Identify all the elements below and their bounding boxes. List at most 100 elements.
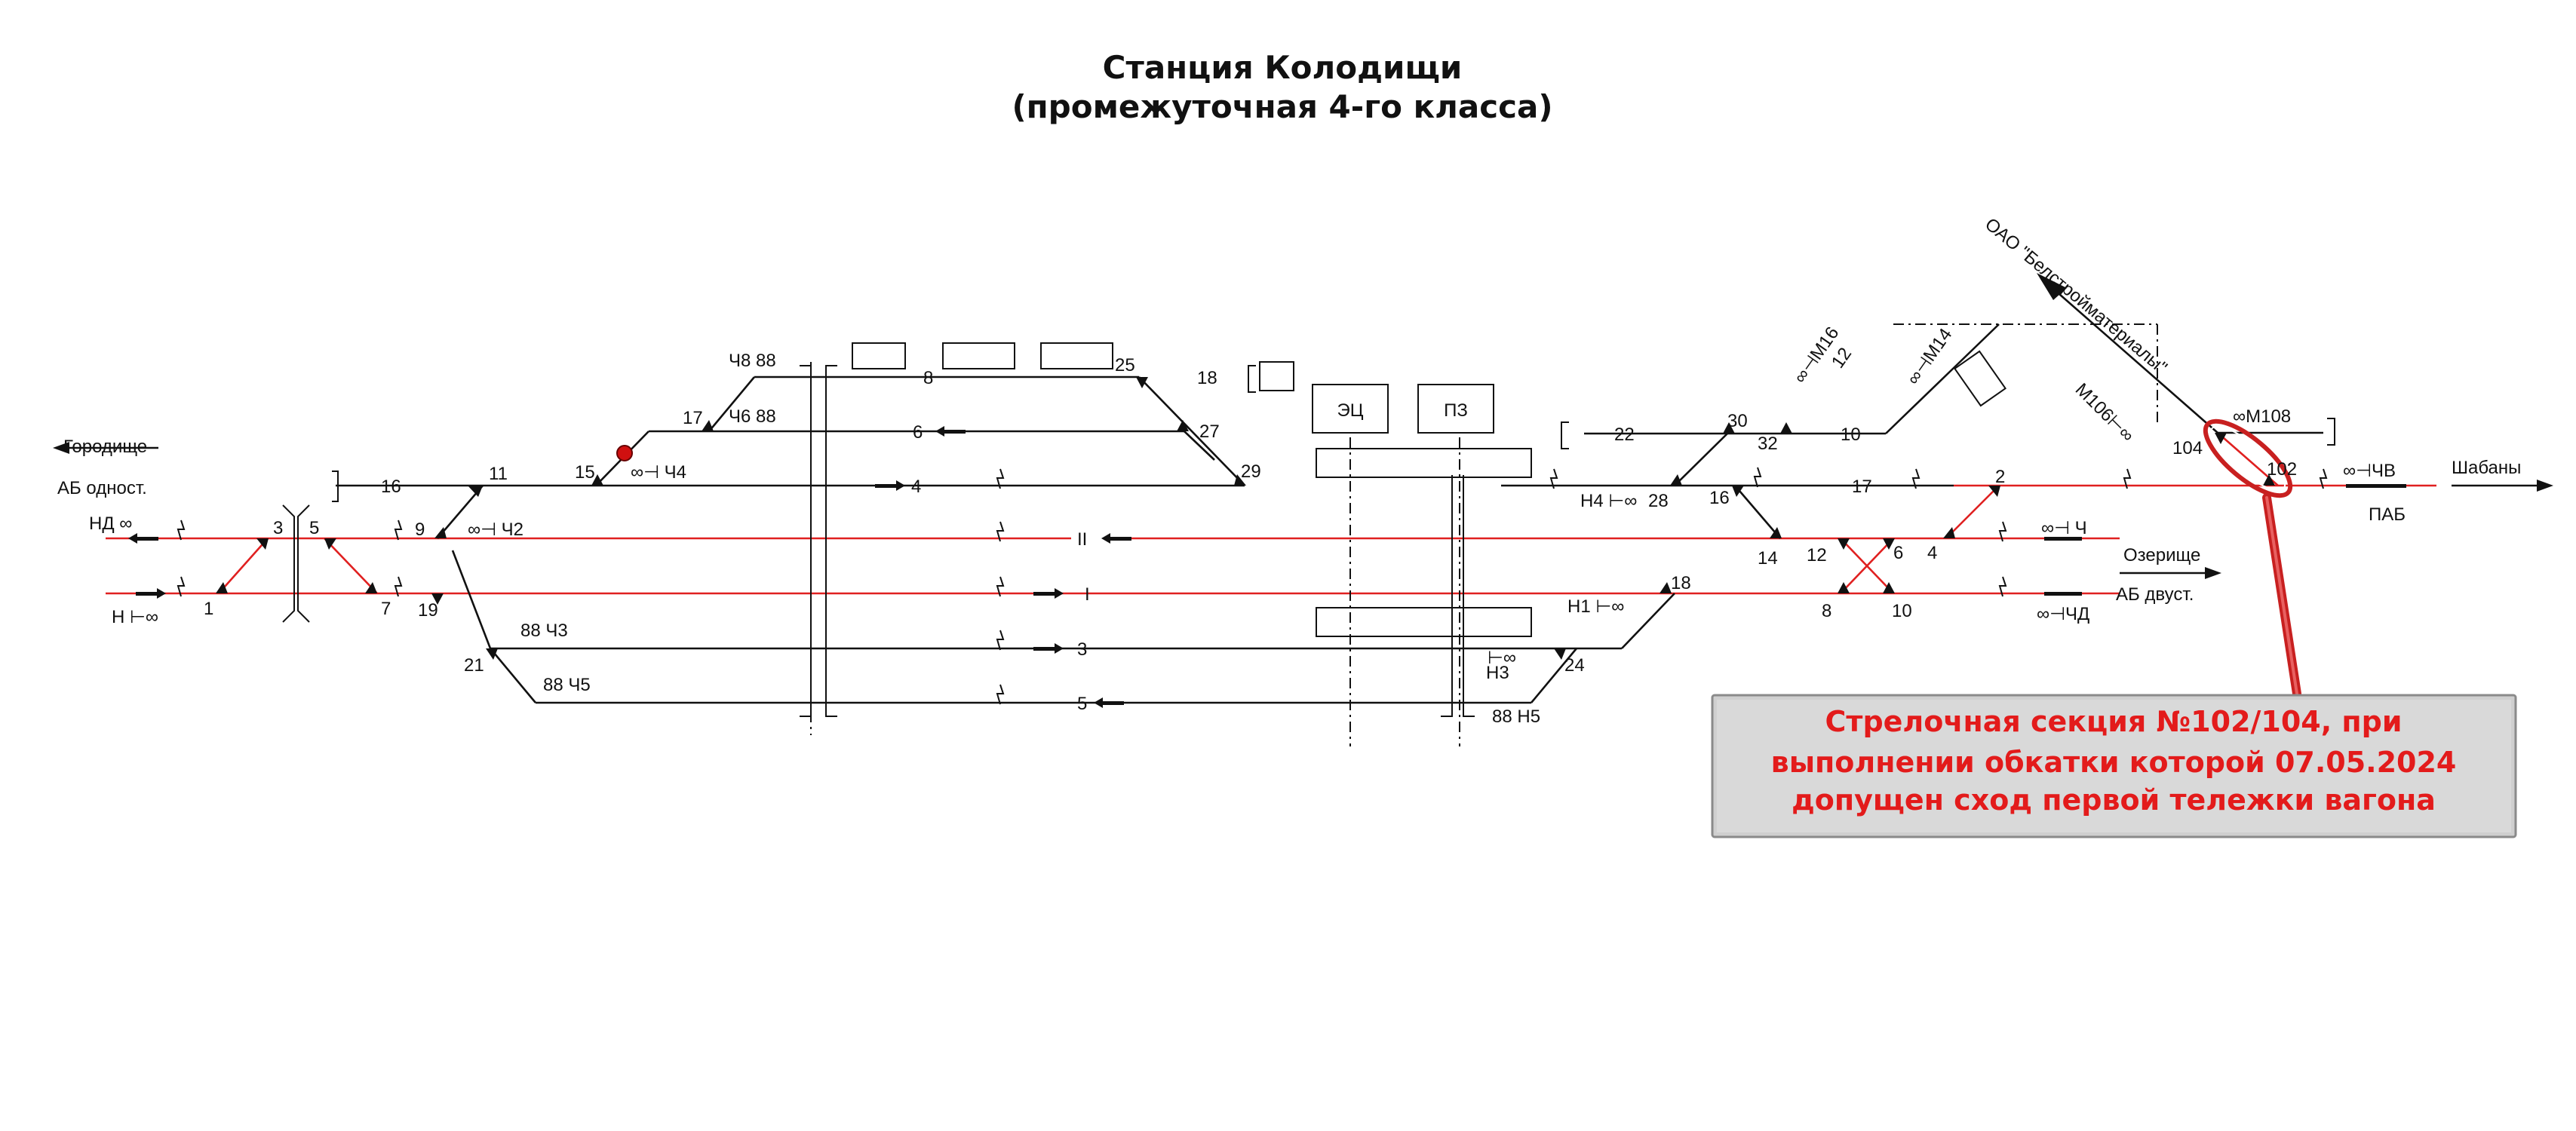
svg-text:104: 104 <box>2172 438 2203 458</box>
switch-markers <box>216 377 2275 660</box>
svg-text:17: 17 <box>683 408 703 428</box>
svg-text:6: 6 <box>1893 543 1903 563</box>
crossover-4-2 <box>1945 485 2000 539</box>
siding-m14 <box>1885 323 2000 434</box>
svg-text:32: 32 <box>1758 434 1778 454</box>
svg-text:19: 19 <box>418 600 438 621</box>
svg-text:∞⊣ Ч: ∞⊣ Ч <box>2041 518 2087 538</box>
siding-belstroi <box>2059 293 2218 434</box>
diagram-subtitle: (промежуточная 4-го класса) <box>1012 88 1552 125</box>
svg-text:10: 10 <box>1892 601 1912 621</box>
svg-text:Ч6 88: Ч6 88 <box>729 406 776 427</box>
connector-25-29 <box>1138 376 1245 486</box>
svg-text:∞⊣М14: ∞⊣М14 <box>1903 325 1957 389</box>
svg-text:11: 11 <box>489 464 508 484</box>
svg-text:28: 28 <box>1648 491 1669 511</box>
track-label-6: 6 <box>913 422 923 443</box>
svg-text:88 Н5: 88 Н5 <box>1492 706 1540 727</box>
svg-text:∞⊣ЧД: ∞⊣ЧД <box>2037 604 2089 624</box>
insulating-joints <box>177 467 2328 705</box>
crossover-5-7 <box>324 538 378 594</box>
svg-text:Н ⊢∞: Н ⊢∞ <box>112 607 158 627</box>
callout-box-inner <box>1717 700 2511 832</box>
direction-shabany-block: ПАБ <box>2369 504 2406 525</box>
svg-text:⊢∞: ⊢∞ <box>1488 648 1516 668</box>
svg-text:7: 7 <box>381 599 391 619</box>
track-label-10: 10 <box>1841 425 1861 445</box>
callout-leader-highlight <box>2265 496 2298 695</box>
track-label-5: 5 <box>1077 694 1087 714</box>
diagram-title: Станция Колодищи <box>1103 49 1463 86</box>
ec-building <box>1312 384 1389 434</box>
connector-19-21 <box>451 550 492 649</box>
direction-ozerishche: Озерище <box>2123 545 2200 566</box>
track-label-II: II <box>1077 529 1087 550</box>
crossover-1-3 <box>218 538 269 594</box>
svg-text:∞⊣ЧВ: ∞⊣ЧВ <box>2343 461 2396 481</box>
track-label-4: 4 <box>911 477 921 497</box>
svg-text:21: 21 <box>464 655 484 676</box>
track-label-18: 18 <box>1197 368 1217 388</box>
siding-name: ОАО "Белстройматериалы" <box>1981 214 2171 378</box>
svg-text:15: 15 <box>575 462 595 483</box>
svg-text:Н1 ⊢∞: Н1 ⊢∞ <box>1567 596 1624 617</box>
svg-text:29: 29 <box>1241 461 1261 482</box>
connector-28-30 <box>1674 433 1728 486</box>
svg-text:1: 1 <box>204 599 213 619</box>
connector-9-11 <box>437 485 484 539</box>
direction-gorodishche-block: АБ одност. <box>57 478 147 498</box>
direction-gorodishche: Городище <box>63 437 147 457</box>
svg-text:102: 102 <box>2267 459 2297 480</box>
direction-ozerishche-block: АБ двуст. <box>2116 584 2194 605</box>
signal-labels: НД ∞ Н ⊢∞ ∞⊣ Ч2 ∞⊣ Ч4 Ч8 88 Ч6 88 88 Ч3 … <box>89 323 2396 727</box>
svg-text:25: 25 <box>1115 355 1135 375</box>
svg-text:14: 14 <box>1758 548 1778 569</box>
connector-18 <box>1621 593 1675 649</box>
svg-text:24: 24 <box>1564 655 1585 676</box>
direction-arrows <box>53 442 2553 579</box>
track-arrows <box>128 426 2406 708</box>
incident-highlight-inner <box>2209 425 2286 492</box>
incident-highlight <box>2203 418 2293 498</box>
svg-text:2: 2 <box>1995 467 2005 487</box>
connector-21-5 <box>490 648 536 703</box>
connector-24 <box>1531 648 1577 703</box>
connector-ch8 <box>708 376 755 432</box>
callout-line-2: выполнении обкатки которой 07.05.2024 <box>1771 746 2457 779</box>
track-label-22: 22 <box>1614 425 1635 445</box>
svg-text:9: 9 <box>415 520 425 540</box>
derail-signal-red <box>616 445 633 461</box>
svg-text:18: 18 <box>1671 573 1691 593</box>
svg-text:Ч8 88: Ч8 88 <box>729 351 776 371</box>
svg-text:Н3: Н3 <box>1486 663 1509 683</box>
callout-line-1: Стрелочная секция №102/104, при <box>1825 705 2403 738</box>
ec-label: ЭЦ <box>1337 400 1363 421</box>
track-label-8: 8 <box>923 368 933 388</box>
connector-27 <box>1184 431 1215 461</box>
svg-text:88 Ч5: 88 Ч5 <box>543 675 591 695</box>
track-label-3: 3 <box>1077 639 1087 660</box>
track-label-17: 17 <box>1852 477 1872 497</box>
connector-16-14 <box>1734 485 1781 539</box>
crossover-6-8 <box>1840 538 1894 594</box>
platforms <box>282 342 2335 746</box>
svg-text:12: 12 <box>1807 545 1827 566</box>
direction-shabany: Шабаны <box>2452 458 2521 478</box>
belstroi-arrow <box>2037 273 2067 300</box>
svg-text:М106⊢∞: М106⊢∞ <box>2071 379 2138 446</box>
svg-text:27: 27 <box>1199 421 1220 442</box>
svg-text:5: 5 <box>309 518 319 538</box>
svg-text:Н4 ⊢∞: Н4 ⊢∞ <box>1580 491 1637 511</box>
callout-line-3: допущен сход первой тележки вагона <box>1792 783 2436 817</box>
svg-text:НД ∞: НД ∞ <box>89 513 132 534</box>
switch-labels: 1 3 5 7 9 11 15 17 19 21 25 27 29 18 24 … <box>204 355 2297 676</box>
svg-text:16: 16 <box>1709 488 1730 508</box>
pz-label: ПЗ <box>1444 400 1468 421</box>
track-label-I: I <box>1085 584 1090 605</box>
incident-callout: Стрелочная секция №102/104, при выполнен… <box>1711 694 2517 838</box>
svg-text:∞⊣ Ч2: ∞⊣ Ч2 <box>468 520 523 540</box>
svg-text:∞М108: ∞М108 <box>2233 406 2291 427</box>
svg-text:3: 3 <box>273 518 283 538</box>
